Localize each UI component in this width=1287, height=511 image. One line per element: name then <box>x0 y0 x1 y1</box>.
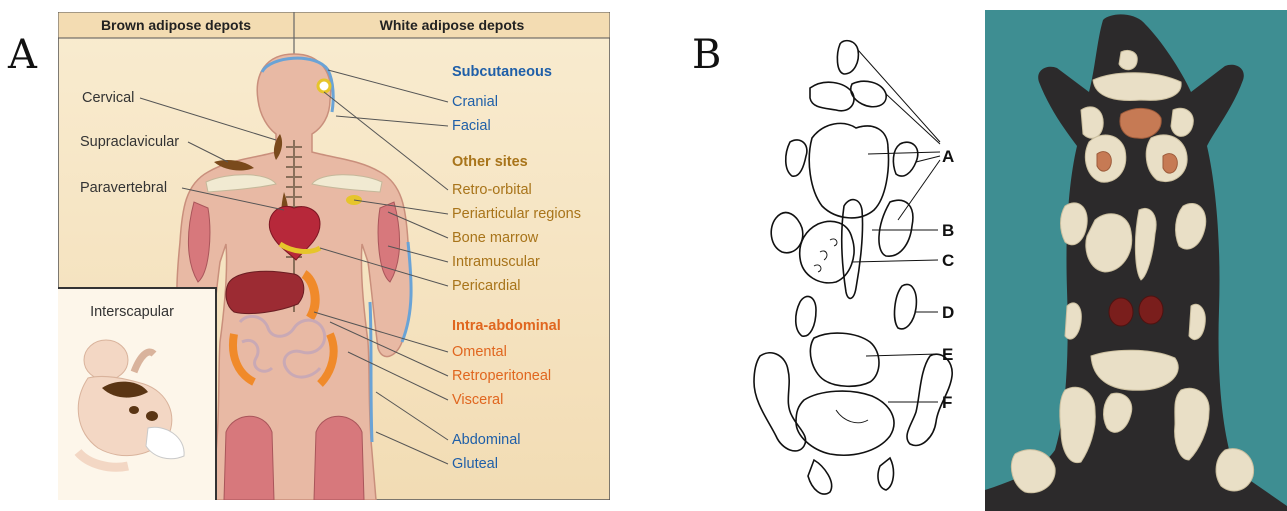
infant-head <box>84 340 128 380</box>
left-kidney <box>1109 298 1133 326</box>
label-cranial: Cranial <box>452 94 498 110</box>
header-white: White adipose depots <box>380 17 525 33</box>
label-periarticular: Periarticular regions <box>452 206 581 222</box>
panel-a-letter: A <box>8 32 37 78</box>
interscapular-inset: Interscapular <box>58 288 216 500</box>
panel-b-letter: B <box>692 32 721 78</box>
label-intramuscular: Intramuscular <box>452 254 540 270</box>
label-interscapular: Interscapular <box>90 304 174 320</box>
section-intra-abdominal: Intra-abdominal <box>452 318 561 334</box>
depot-outlines <box>754 41 952 494</box>
adipose-depots-diagram: Brown adipose depots White adipose depot… <box>58 12 610 500</box>
label-facial: Facial <box>452 118 491 134</box>
label-b-b: B <box>942 221 954 240</box>
section-other-sites: Other sites <box>452 154 528 170</box>
label-b-e: E <box>942 345 953 364</box>
label-b-c: C <box>942 251 954 270</box>
label-cervical: Cervical <box>82 90 134 106</box>
label-retro-orbital: Retro-orbital <box>452 182 532 198</box>
left-thigh-muscle <box>224 416 274 500</box>
mouse-adipose-outline-diagram: A B C D E F <box>740 30 970 500</box>
label-b-f: F <box>942 393 952 412</box>
label-b-a: A <box>942 147 954 166</box>
label-abdominal: Abdominal <box>452 432 521 448</box>
right-thigh-muscle <box>314 416 364 500</box>
label-pericardial: Pericardial <box>452 278 521 294</box>
header-brown: Brown adipose depots <box>101 17 251 33</box>
section-subcutaneous: Subcutaneous <box>452 64 552 80</box>
label-bone-marrow: Bone marrow <box>452 230 539 246</box>
label-gluteal: Gluteal <box>452 456 498 472</box>
dissection-photo <box>985 10 1287 511</box>
label-retroperitoneal: Retroperitoneal <box>452 368 551 384</box>
label-supraclavicular: Supraclavicular <box>80 134 179 150</box>
label-b-d: D <box>942 303 954 322</box>
label-visceral: Visceral <box>452 392 503 408</box>
retro-orbital-fat <box>318 80 330 92</box>
right-kidney <box>1139 296 1163 324</box>
panel-b-leader-lines <box>852 50 940 402</box>
label-omental: Omental <box>452 344 507 360</box>
label-paravertebral: Paravertebral <box>80 180 167 196</box>
